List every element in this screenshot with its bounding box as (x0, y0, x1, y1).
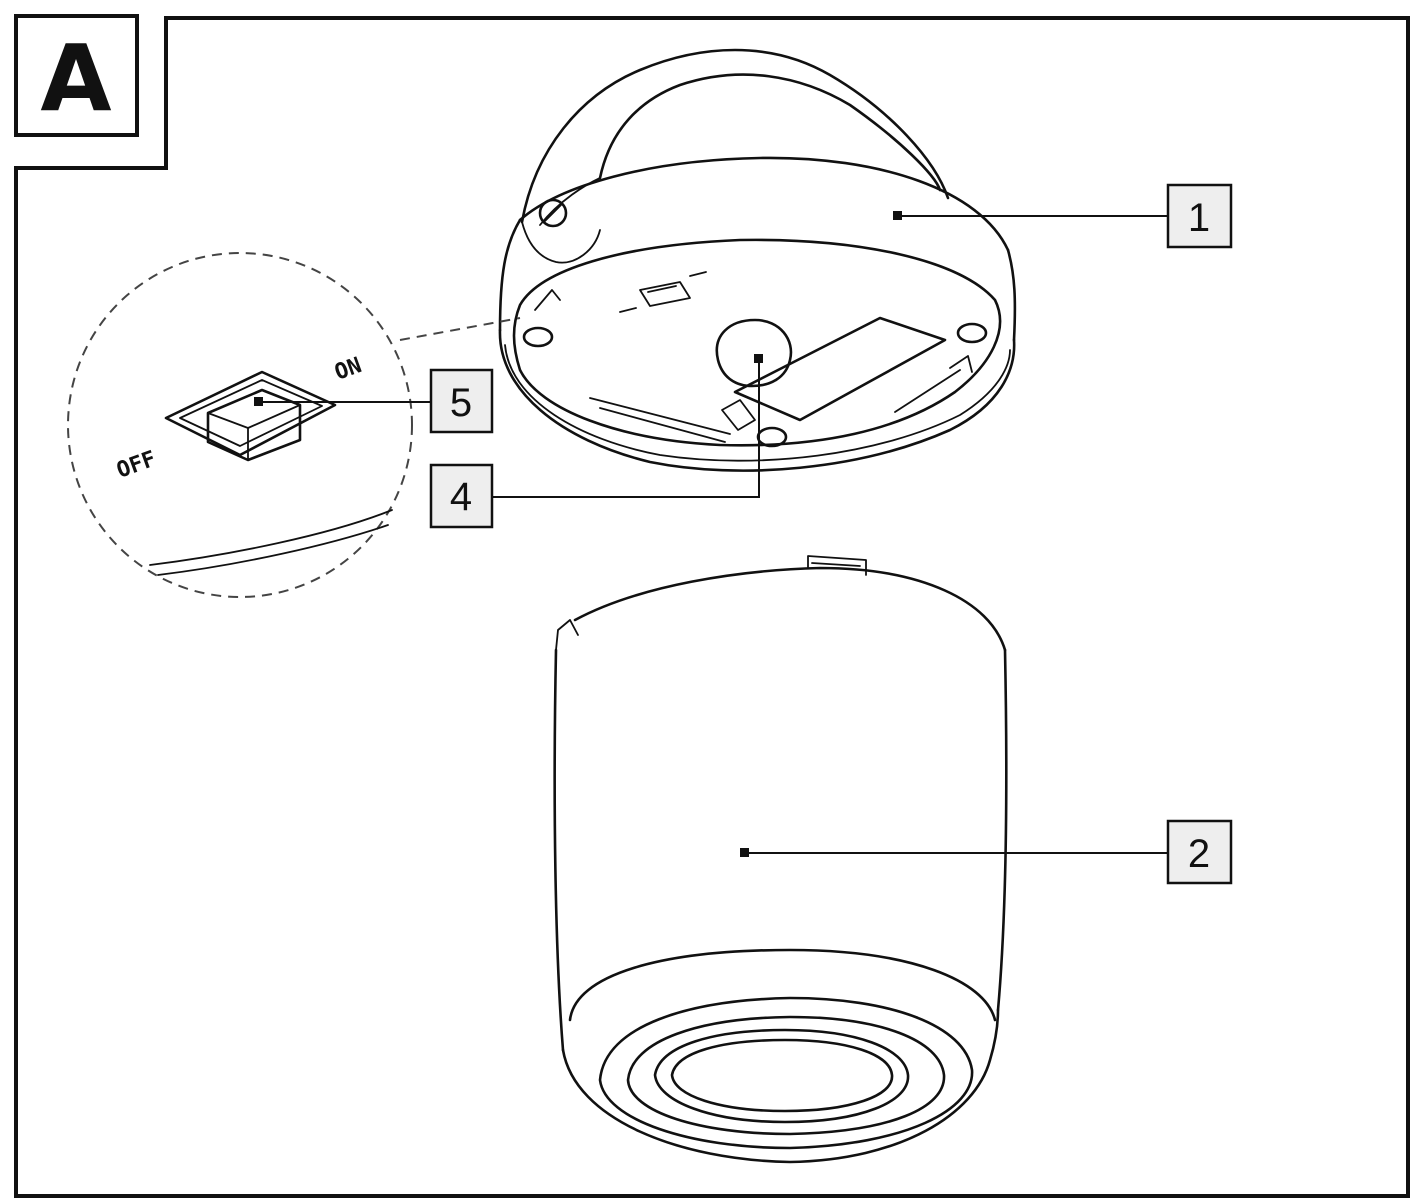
battery-cover (733, 316, 947, 422)
callout-label: 2 (1188, 832, 1210, 876)
switch-on-label: ON (332, 353, 365, 386)
lantern-head (498, 48, 1017, 472)
callout-box (429, 368, 494, 434)
callout-5: 5 (254, 368, 494, 434)
base-switch (619, 271, 707, 313)
callout-2: 2 (740, 819, 1233, 885)
callout-box (1166, 183, 1233, 249)
head-top-rim (518, 156, 1010, 252)
callout-4: 4 (429, 354, 763, 529)
zoom-connector (399, 317, 521, 341)
head-base-outer (498, 328, 1016, 472)
panel-letter: A (40, 25, 111, 132)
switch-slider (206, 388, 302, 462)
callout-label: 4 (450, 475, 472, 519)
callout-anchor (754, 354, 763, 363)
handle-strap-inner (598, 73, 942, 192)
callout-label: 5 (450, 381, 472, 425)
callout-anchor (893, 211, 902, 220)
base-hole (522, 326, 554, 348)
base-hole (756, 426, 788, 448)
body-base-ring (568, 948, 997, 1022)
callout-anchor (740, 848, 749, 857)
switch-detail-zoom: ON OFF (67, 252, 521, 598)
base-hole (956, 322, 988, 344)
panel-label: A (14, 14, 139, 137)
head-base-inner (512, 238, 1002, 447)
strap-screw (538, 198, 568, 228)
zoom-circle (67, 252, 413, 598)
callout-box (429, 463, 494, 529)
panel-label-box (14, 14, 139, 137)
diagram-frame (14, 16, 1410, 1198)
callout-1: 1 (893, 183, 1233, 249)
body-left-side (553, 648, 565, 1052)
body-right-side (996, 648, 1008, 1012)
body-bottom-outer (561, 1008, 1000, 1164)
callout-anchor (254, 397, 263, 406)
switch-off-label: OFF (114, 447, 160, 484)
handle-strap (520, 48, 950, 224)
lantern-body (553, 555, 1008, 1164)
led-dome (715, 318, 793, 388)
callout-box (1166, 819, 1233, 885)
callout-label: 1 (1188, 196, 1210, 240)
